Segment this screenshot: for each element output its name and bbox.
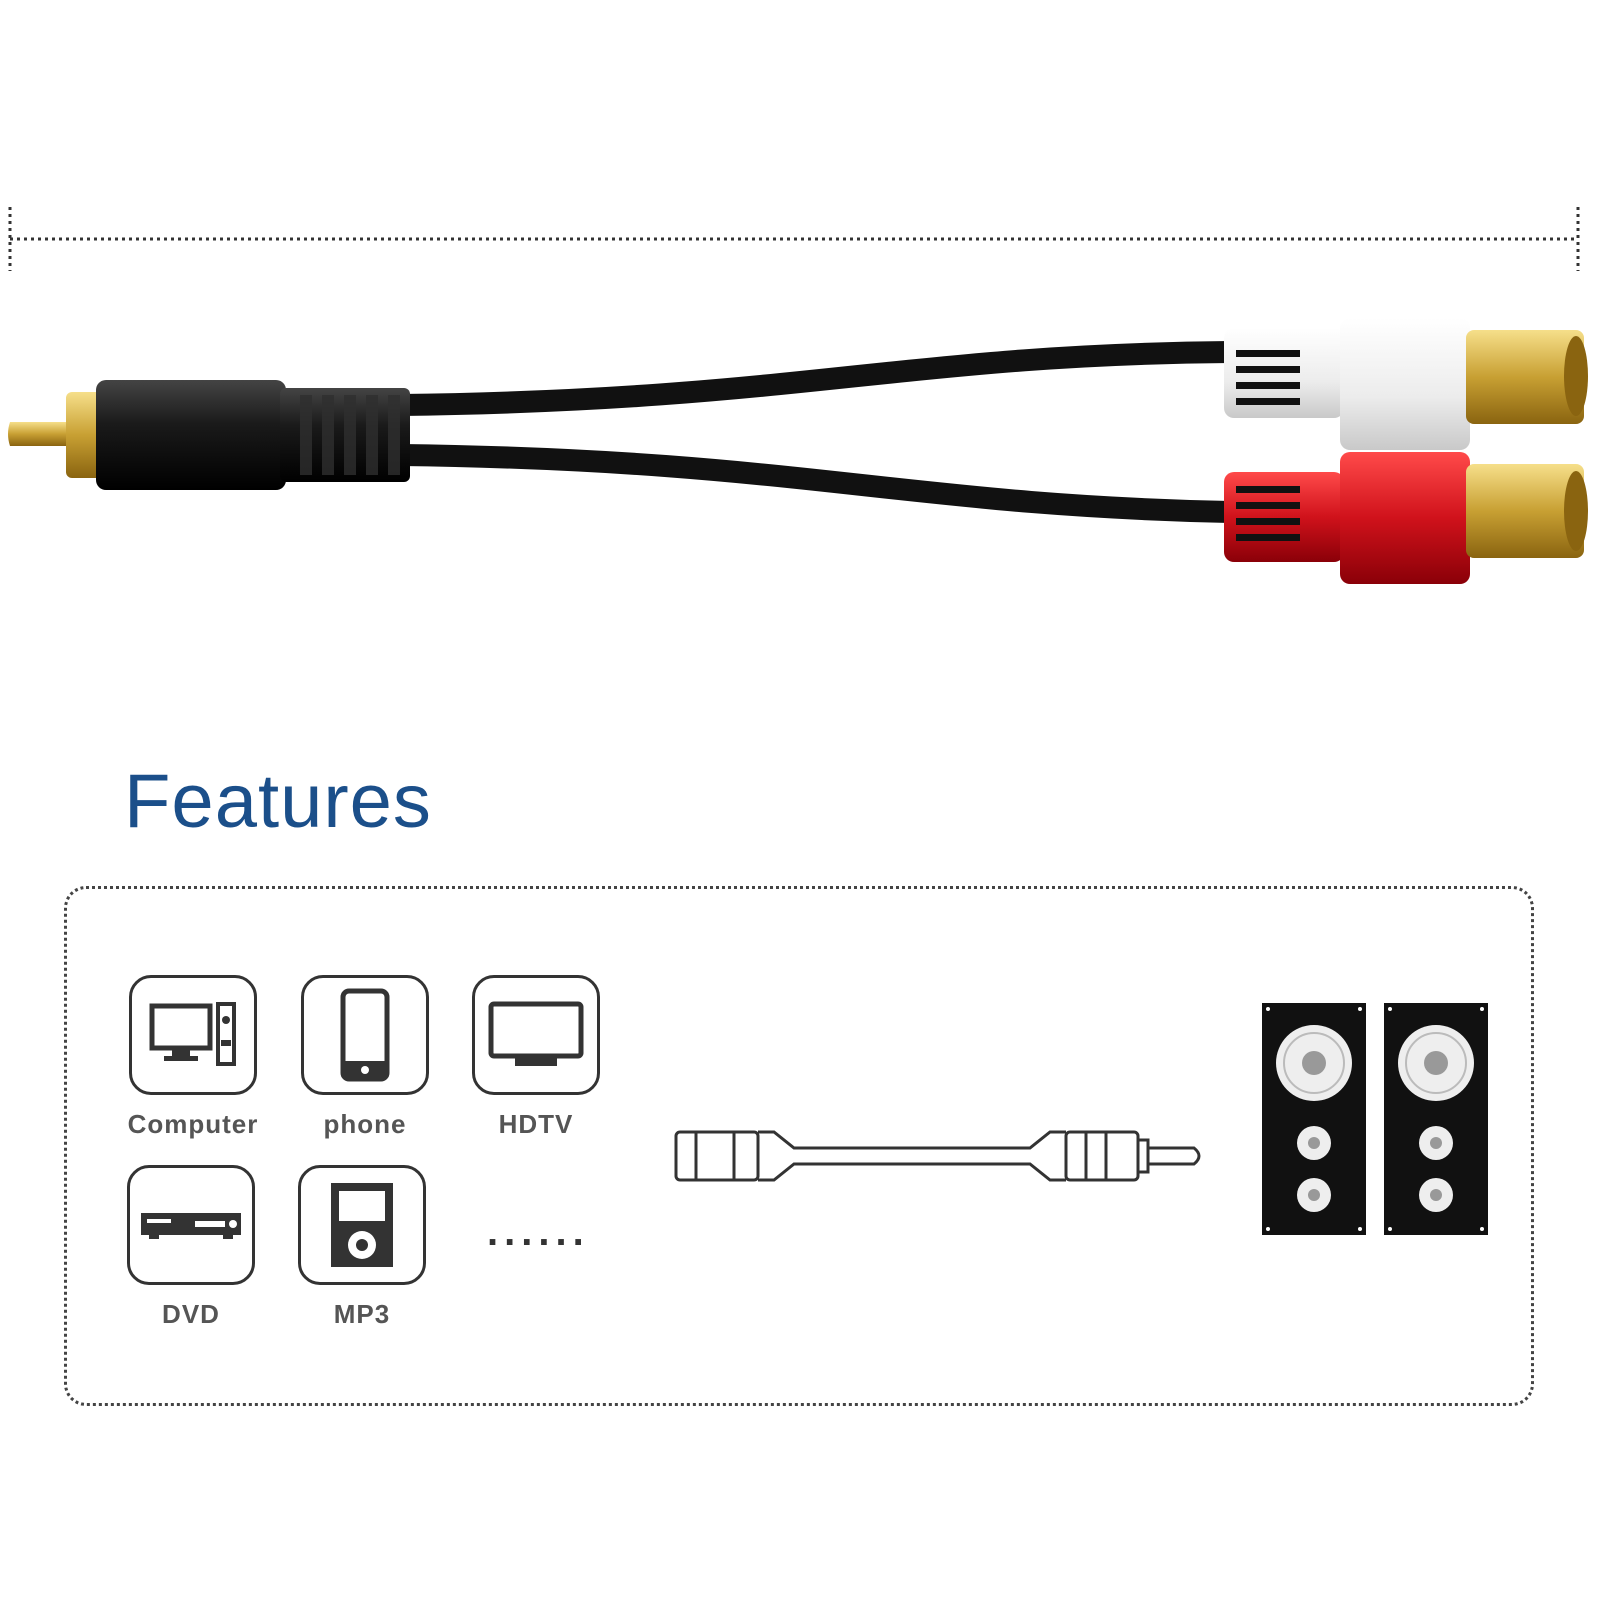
- speaker-left: [1262, 1003, 1366, 1235]
- device-label-hdtv: HDTV: [498, 1109, 574, 1139]
- device-dvd: DVD: [116, 1165, 266, 1330]
- device-mp3: MP3: [287, 1165, 437, 1330]
- phone-icon: [340, 988, 390, 1082]
- device-label-computer: Computer: [127, 1109, 259, 1139]
- speaker-icon: [1266, 1007, 1362, 1231]
- device-hdtv: HDTV: [461, 975, 611, 1140]
- computer-icon: [149, 1002, 236, 1066]
- device-label-phone: phone: [323, 1109, 407, 1139]
- mp3-player-icon: [331, 1183, 393, 1267]
- rca-y-splitter-cable-image: [8, 318, 1588, 584]
- rca-cable-icon: [674, 1130, 1201, 1182]
- dvd-player-icon: [141, 1213, 241, 1239]
- device-computer: Computer: [118, 975, 268, 1140]
- tv-icon: [488, 1001, 584, 1066]
- device-phone: phone: [290, 975, 440, 1140]
- features-title: Features: [124, 759, 432, 844]
- device-label-dvd: DVD: [162, 1299, 220, 1329]
- speaker-right: [1384, 1003, 1488, 1235]
- more-devices-indicator: ......: [487, 1210, 590, 1254]
- speaker-icon: [1388, 1007, 1484, 1231]
- device-label-mp3: MP3: [333, 1299, 391, 1329]
- features-panel: [64, 886, 1534, 1406]
- length-measure-line: [8, 207, 1580, 271]
- male-pin: [8, 422, 70, 446]
